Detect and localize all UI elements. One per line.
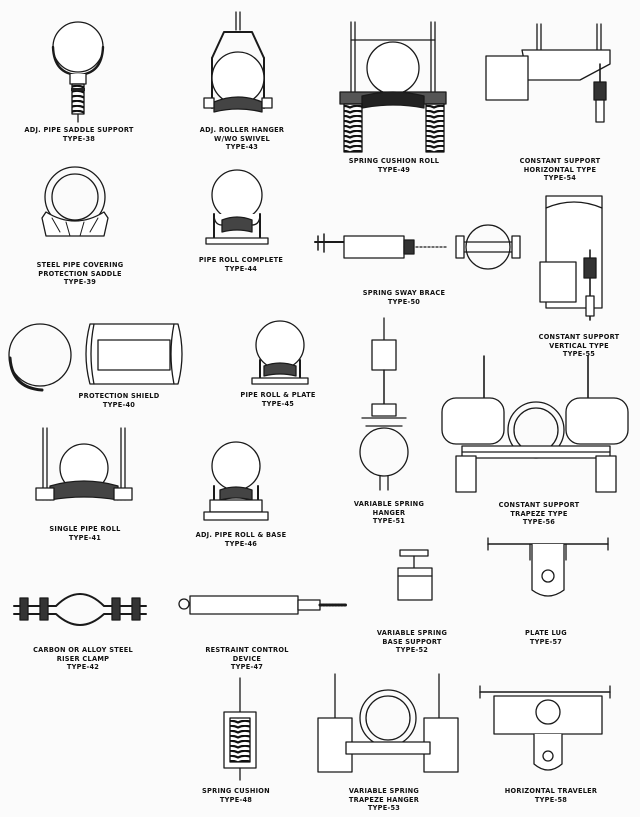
type-58-drawing bbox=[480, 686, 610, 770]
type-40-drawing bbox=[9, 324, 182, 390]
type-42-drawing bbox=[14, 594, 146, 625]
type-48-drawing bbox=[224, 678, 256, 780]
type-54-drawing bbox=[486, 24, 610, 122]
type-57-drawing bbox=[488, 538, 608, 596]
type-51-drawing bbox=[360, 318, 408, 490]
type-39-drawing bbox=[42, 167, 108, 236]
type-53-drawing bbox=[318, 674, 458, 772]
type-44-drawing bbox=[206, 170, 268, 244]
type-56-drawing bbox=[442, 356, 628, 492]
type-49-drawing bbox=[340, 22, 446, 152]
type-41-drawing bbox=[36, 428, 132, 500]
type-46-drawing bbox=[204, 442, 268, 520]
type-43-drawing bbox=[204, 12, 272, 112]
type-55-drawing bbox=[540, 196, 602, 320]
type-52-drawing bbox=[398, 550, 432, 600]
type-50-drawing bbox=[315, 225, 520, 269]
type-47-drawing bbox=[179, 596, 346, 614]
type-45-drawing bbox=[252, 321, 308, 384]
type-38-drawing bbox=[53, 22, 103, 122]
